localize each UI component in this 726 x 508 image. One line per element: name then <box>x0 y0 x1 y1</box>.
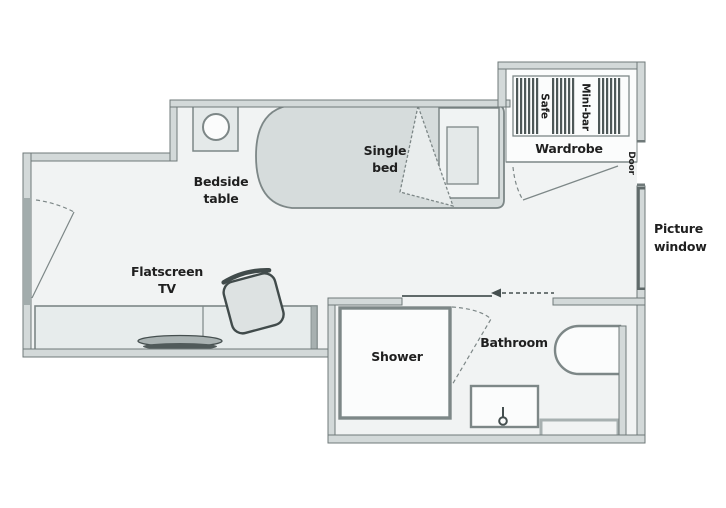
wall-top-left <box>22 152 178 162</box>
faucet-icon <box>498 416 508 426</box>
label-flatscreen-tv-line1: Flatscreen <box>131 264 203 279</box>
desk-side-panel <box>310 305 318 351</box>
wall-bottom-left-section <box>22 348 336 358</box>
blanket-fold <box>399 103 455 207</box>
wall-bathroom-inner-right <box>618 325 627 436</box>
entry-door-leaf <box>522 165 619 201</box>
label-door: Door <box>626 151 636 175</box>
label-picture-window-line1: Picture <box>654 221 703 236</box>
clothes-rail-hatching <box>516 78 621 134</box>
wall-bathroom-top-left <box>327 297 403 306</box>
label-mini-bar: Mini-bar <box>579 83 591 132</box>
chair-seat <box>222 272 285 335</box>
wall-right-upper <box>636 61 646 143</box>
window-cap-bottom <box>637 287 645 290</box>
wall-bathroom-bottom <box>327 434 646 444</box>
desk-chair <box>221 267 285 335</box>
left-door-leaf <box>31 211 75 299</box>
bathroom-shelf <box>539 418 620 438</box>
label-wardrobe: Wardrobe <box>535 141 602 156</box>
label-bathroom: Bathroom <box>480 335 548 350</box>
sliding-door-arrow-icon <box>491 288 501 298</box>
wall-step-vertical <box>169 99 178 162</box>
label-picture-window-line2: window <box>654 239 707 254</box>
wall-bathroom-top-right <box>552 297 646 306</box>
left-door-jamb-band <box>24 198 31 305</box>
window-cap-top <box>637 187 645 190</box>
label-bedside-table-line1: Bedside <box>194 174 249 189</box>
shower-stall <box>338 306 452 420</box>
entry-door-jamb-bottom <box>637 183 645 186</box>
label-flatscreen-tv-line2: TV <box>158 281 176 296</box>
table-lamp-icon <box>202 113 230 141</box>
label-shower: Shower <box>371 349 424 364</box>
label-safe: Safe <box>538 93 550 119</box>
toilet <box>553 324 622 376</box>
chair-backrest <box>221 267 272 285</box>
left-door-swing-arc <box>35 199 75 213</box>
pillow <box>446 126 479 185</box>
wall-wardrobe-top <box>497 61 646 70</box>
wall-bedroom-top <box>169 99 511 108</box>
flatscreen-tv-base <box>143 343 217 350</box>
label-single-bed-line2: bed <box>372 160 398 175</box>
entry-door-jamb-top <box>637 140 645 143</box>
entry-door-swing-arc <box>512 166 524 201</box>
wall-bathroom-left <box>327 297 336 444</box>
label-single-bed-line1: Single <box>364 143 407 158</box>
label-bedside-table-line2: table <box>203 191 238 206</box>
